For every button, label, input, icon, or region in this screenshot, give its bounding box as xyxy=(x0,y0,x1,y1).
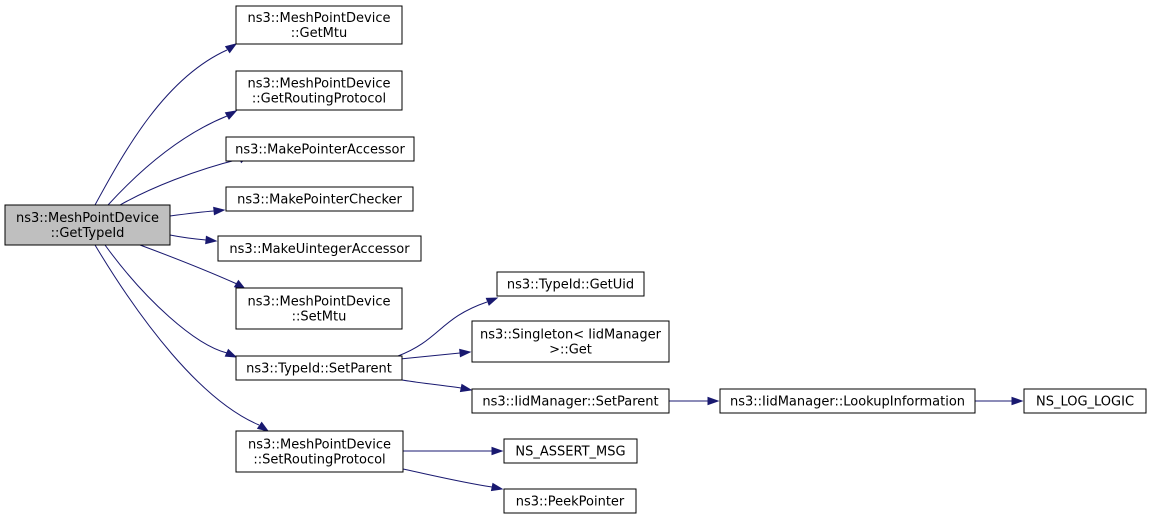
edge-typeid_setparent-to-getuid xyxy=(397,297,499,357)
edge-line xyxy=(94,49,228,206)
node-label: ns3::IidManager::SetParent xyxy=(482,395,658,410)
node-label: ns3::MakePointerAccessor xyxy=(235,143,405,158)
arrowhead xyxy=(707,396,720,406)
node-box xyxy=(496,271,645,297)
node-label: NS_ASSERT_MSG xyxy=(515,445,625,460)
edge-typeid_setparent-to-singleton_get xyxy=(399,348,472,360)
node-label: ns3::MeshPointDevice xyxy=(247,11,390,26)
edge-line xyxy=(402,468,493,488)
node-label: ::SetRoutingProtocol xyxy=(253,453,385,468)
node-box xyxy=(471,388,670,414)
edge-root-to-typeid_setparent xyxy=(104,244,238,358)
arrowhead xyxy=(459,383,473,393)
node-label: ns3::Singleton< IidManager xyxy=(480,328,662,343)
node-label: ns3::MeshPointDevice xyxy=(247,77,390,92)
node-box xyxy=(235,355,403,381)
edge-line xyxy=(94,244,260,426)
node-label: ns3::TypeId::SetParent xyxy=(246,362,392,377)
node-label: ns3::MakeUintegerAccessor xyxy=(229,242,410,257)
arrowhead xyxy=(256,421,270,432)
node-box xyxy=(225,186,414,212)
node-box xyxy=(235,287,403,330)
node-label: ::GetRoutingProtocol xyxy=(252,92,386,107)
edge-line xyxy=(139,244,238,285)
arrowhead xyxy=(213,206,226,216)
node-box xyxy=(503,488,637,514)
arrowhead xyxy=(491,446,504,456)
node-box xyxy=(503,438,638,464)
node-label: ::GetTypeId xyxy=(51,226,125,241)
edge-root-to-mkptrchk xyxy=(169,206,226,217)
edge-root-to-getrouting xyxy=(107,110,238,206)
edge-root-to-getmtu xyxy=(94,43,238,206)
node-box xyxy=(4,204,171,246)
edge-line xyxy=(169,210,215,217)
node-getrouting[interactable]: ns3::MeshPointDevice::GetRoutingProtocol xyxy=(235,70,403,111)
node-label: ::GetMtu xyxy=(291,26,347,41)
node-mkptracc[interactable]: ns3::MakePointerAccessor xyxy=(225,136,415,162)
node-label: ns3::MakePointerChecker xyxy=(237,193,402,208)
node-label: ns3::MeshPointDevice xyxy=(247,295,390,310)
arrowhead xyxy=(485,297,499,306)
arrowhead xyxy=(205,235,218,245)
node-label: NS_LOG_LOGIC xyxy=(1036,395,1134,410)
node-box xyxy=(225,136,415,162)
arrowhead xyxy=(490,482,504,492)
node-root: ns3::MeshPointDevice::GetTypeId xyxy=(4,204,171,246)
node-getuid[interactable]: ns3::TypeId::GetUid xyxy=(496,271,645,297)
nodes-layer: ns3::MeshPointDevice::GetTypeIdns3::Mesh… xyxy=(4,5,1147,514)
node-box xyxy=(471,320,670,363)
node-nslog[interactable]: NS_LOG_LOGIC xyxy=(1023,388,1147,414)
node-typeid_setparent[interactable]: ns3::TypeId::SetParent xyxy=(235,355,403,381)
node-box xyxy=(235,430,404,473)
arrowhead xyxy=(459,348,472,358)
edge-typeid_setparent-to-iid_setparent xyxy=(401,379,473,393)
node-mkptrchk[interactable]: ns3::MakePointerChecker xyxy=(225,186,414,212)
node-box xyxy=(235,5,403,45)
edge-setrouting-to-peekptr xyxy=(402,468,504,492)
arrowhead xyxy=(224,110,238,120)
node-label: ns3::PeekPointer xyxy=(516,495,625,510)
edge-root-to-setrouting xyxy=(94,244,270,432)
node-label: ns3::MeshPointDevice xyxy=(16,211,159,226)
node-singleton_get[interactable]: ns3::Singleton< IidManager >::Get xyxy=(471,320,670,363)
node-setrouting[interactable]: ns3::MeshPointDevice::SetRoutingProtocol xyxy=(235,430,404,473)
edge-root-to-mkuintacc xyxy=(169,234,218,245)
node-label: >::Get xyxy=(549,343,592,358)
edge-iid_setparent-to-lookupinfo xyxy=(669,396,720,406)
edge-line xyxy=(104,244,228,354)
node-label: ::SetMtu xyxy=(292,310,347,325)
edge-line xyxy=(169,234,207,241)
edges-layer xyxy=(94,43,1024,492)
node-box xyxy=(217,235,422,262)
edge-line xyxy=(119,158,241,206)
node-mkuintacc[interactable]: ns3::MakeUintegerAccessor xyxy=(217,235,422,262)
node-label: ns3::TypeId::GetUid xyxy=(507,278,634,293)
node-peekptr[interactable]: ns3::PeekPointer xyxy=(503,488,637,514)
node-lookupinfo[interactable]: ns3::IidManager::LookupInformation xyxy=(719,388,976,414)
node-box xyxy=(719,388,976,414)
node-setmtu[interactable]: ns3::MeshPointDevice::SetMtu xyxy=(235,287,403,330)
edge-root-to-setmtu xyxy=(139,244,247,290)
node-box xyxy=(1023,388,1147,414)
edge-lookupinfo-to-nslog xyxy=(975,396,1024,406)
edge-line xyxy=(401,379,462,389)
node-getmtu[interactable]: ns3::MeshPointDevice::GetMtu xyxy=(235,5,403,45)
node-label: ns3::IidManager::LookupInformation xyxy=(730,395,965,410)
arrowhead xyxy=(224,43,238,54)
node-label: ns3::MeshPointDevice xyxy=(248,438,391,453)
edge-setrouting-to-assertmsg xyxy=(403,446,504,456)
arrowhead xyxy=(1011,396,1024,406)
edge-line xyxy=(397,301,488,357)
arrowhead xyxy=(224,348,238,358)
node-assertmsg[interactable]: NS_ASSERT_MSG xyxy=(503,438,638,464)
node-box xyxy=(235,70,403,111)
edge-line xyxy=(399,352,461,360)
node-iid_setparent[interactable]: ns3::IidManager::SetParent xyxy=(471,388,670,414)
edge-line xyxy=(107,115,228,206)
